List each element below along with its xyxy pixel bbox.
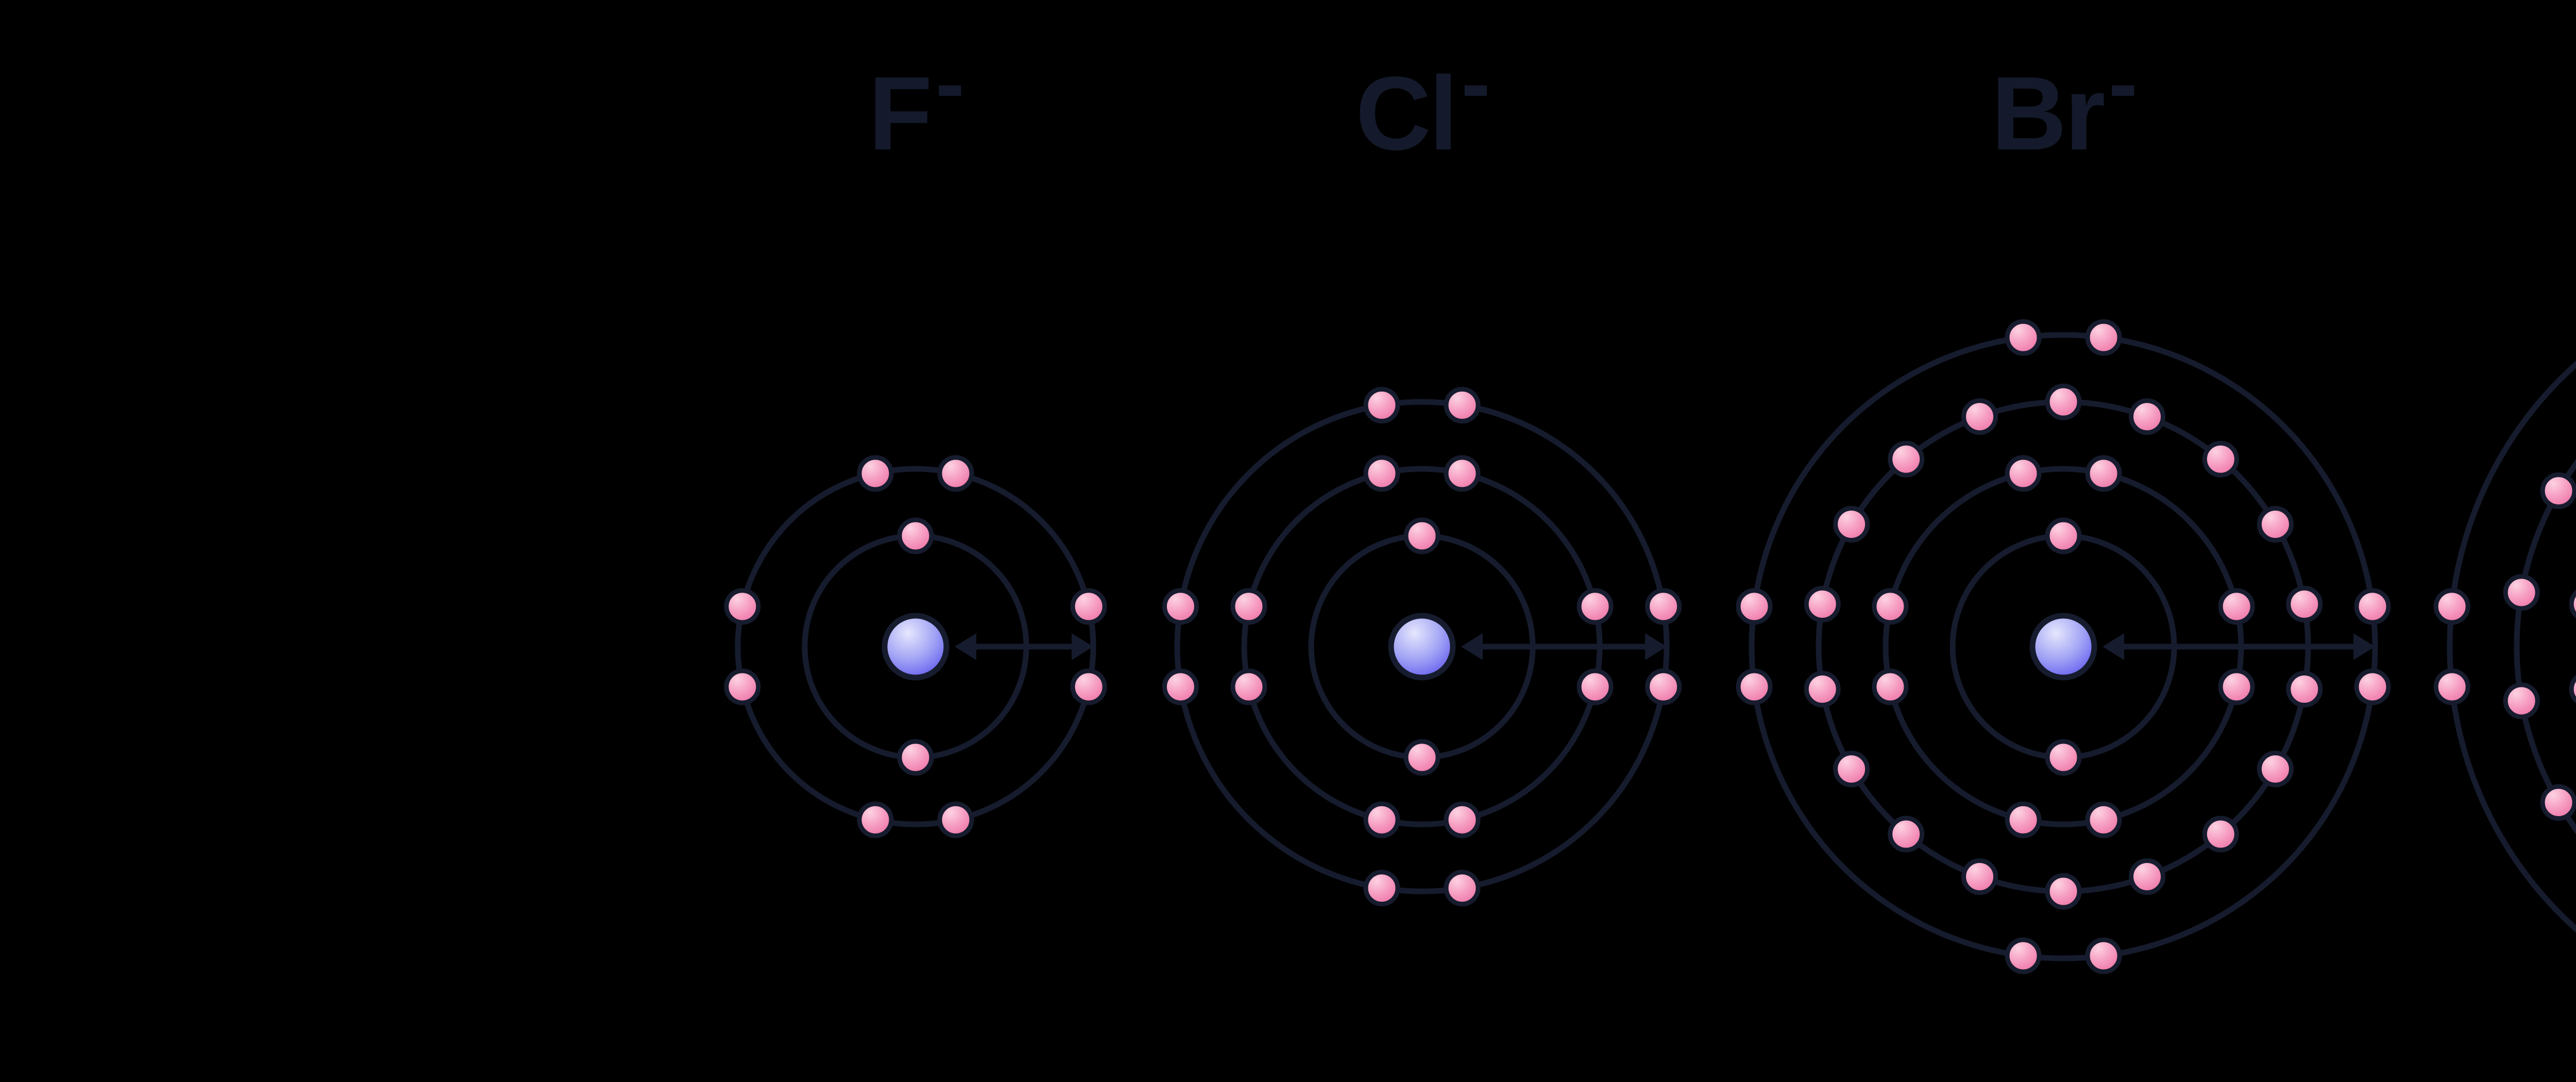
- ion-symbol: Cl: [1355, 55, 1456, 172]
- arrowhead-left-icon: [2103, 633, 2124, 660]
- electron: [1363, 386, 1400, 424]
- electron: [1872, 588, 1909, 625]
- ionic-radius-arrow: [1461, 633, 1667, 660]
- electron: [2202, 816, 2239, 853]
- electron: [1162, 668, 1199, 705]
- ion-label-fluoride: F-: [869, 35, 963, 172]
- electron: [2540, 784, 2576, 821]
- electron: [1577, 588, 1614, 625]
- ion-charge: -: [1461, 35, 1488, 132]
- ion-symbol: F: [869, 55, 930, 172]
- ion-group-chloride: Cl-: [1162, 35, 1682, 907]
- ion-group-iodide: I-: [2433, 361, 2576, 933]
- electron: [1833, 506, 1870, 543]
- nucleus: [2029, 613, 2097, 681]
- ionic-radius-arrow: [2103, 633, 2375, 660]
- electron: [2085, 455, 2122, 492]
- electron: [2045, 739, 2082, 776]
- electron: [2286, 671, 2323, 707]
- electron: [2540, 472, 2576, 509]
- arrowhead-left-icon: [955, 633, 976, 660]
- electron: [2129, 398, 2165, 435]
- electron: [897, 739, 934, 776]
- electron: [1403, 517, 1440, 554]
- ion-label-chloride: Cl-: [1355, 35, 1488, 172]
- electron: [1645, 668, 1682, 705]
- ion-group-fluoride: F-: [724, 35, 1107, 838]
- electron: [2005, 455, 2042, 492]
- electron: [2218, 588, 2255, 625]
- electron: [1444, 455, 1481, 492]
- electron: [1736, 588, 1773, 625]
- ion-symbol: Br: [1991, 55, 2104, 172]
- electron: [2286, 586, 2323, 622]
- arrowhead-right-icon: [1072, 633, 1093, 660]
- electron: [1961, 858, 1998, 895]
- electron: [2433, 588, 2470, 625]
- nucleus: [882, 613, 950, 681]
- electron: [2005, 319, 2042, 356]
- electron: [2085, 319, 2122, 356]
- electron: [1230, 588, 1267, 625]
- electron: [1961, 398, 1998, 435]
- electron: [1403, 739, 1440, 776]
- electron: [897, 517, 934, 554]
- ion-group-bromide: Br-: [1736, 35, 2391, 974]
- electron: [724, 668, 761, 705]
- electron: [1888, 441, 1925, 478]
- electron: [1444, 870, 1481, 907]
- electron: [937, 801, 974, 838]
- electron: [1070, 668, 1107, 705]
- electron: [2005, 937, 2042, 974]
- electron: [2129, 858, 2165, 895]
- electron: [1872, 668, 1909, 705]
- electron: [2218, 668, 2255, 705]
- electron: [1804, 671, 1841, 707]
- electron: [1444, 386, 1481, 424]
- shell-circle-5: [2447, 361, 2576, 933]
- electron: [1577, 668, 1614, 705]
- electron: [1363, 801, 1400, 838]
- electron: [2433, 668, 2470, 705]
- electron: [1070, 588, 1107, 625]
- electron: [2045, 873, 2082, 910]
- electron: [2354, 668, 2391, 705]
- ion-charge: -: [2108, 35, 2136, 132]
- electron: [1804, 586, 1841, 622]
- electron: [1888, 816, 1925, 853]
- ionic-radius-arrow: [955, 633, 1093, 660]
- electron: [2085, 801, 2122, 838]
- electron: [1363, 455, 1400, 492]
- electron: [2569, 674, 2576, 704]
- electron: [2257, 506, 2294, 543]
- arrowhead-left-icon: [1461, 633, 1483, 660]
- electron: [2005, 801, 2042, 838]
- electron: [1736, 668, 1773, 705]
- electron: [857, 455, 894, 492]
- electron: [2569, 589, 2576, 619]
- electron: [2354, 588, 2391, 625]
- electron: [2503, 682, 2540, 719]
- nucleus: [1388, 613, 1456, 681]
- electron: [2045, 517, 2082, 554]
- shell-circle-4: [2514, 459, 2576, 834]
- ion-label-bromide: Br-: [1991, 35, 2136, 172]
- electron: [1645, 588, 1682, 625]
- electron: [1833, 751, 1870, 787]
- electron: [724, 588, 761, 625]
- electron: [937, 455, 974, 492]
- ion-charge: -: [936, 35, 963, 132]
- electron: [2257, 751, 2294, 787]
- electron: [2045, 383, 2082, 420]
- electron: [1230, 668, 1267, 705]
- electron: [2202, 441, 2239, 478]
- electron: [1444, 801, 1481, 838]
- electron: [1363, 870, 1400, 907]
- arrowhead-right-icon: [1645, 633, 1667, 660]
- electron: [2085, 937, 2122, 974]
- electron: [1162, 588, 1199, 625]
- arrowhead-right-icon: [2353, 633, 2375, 660]
- electron: [2503, 574, 2540, 611]
- electron: [857, 801, 894, 838]
